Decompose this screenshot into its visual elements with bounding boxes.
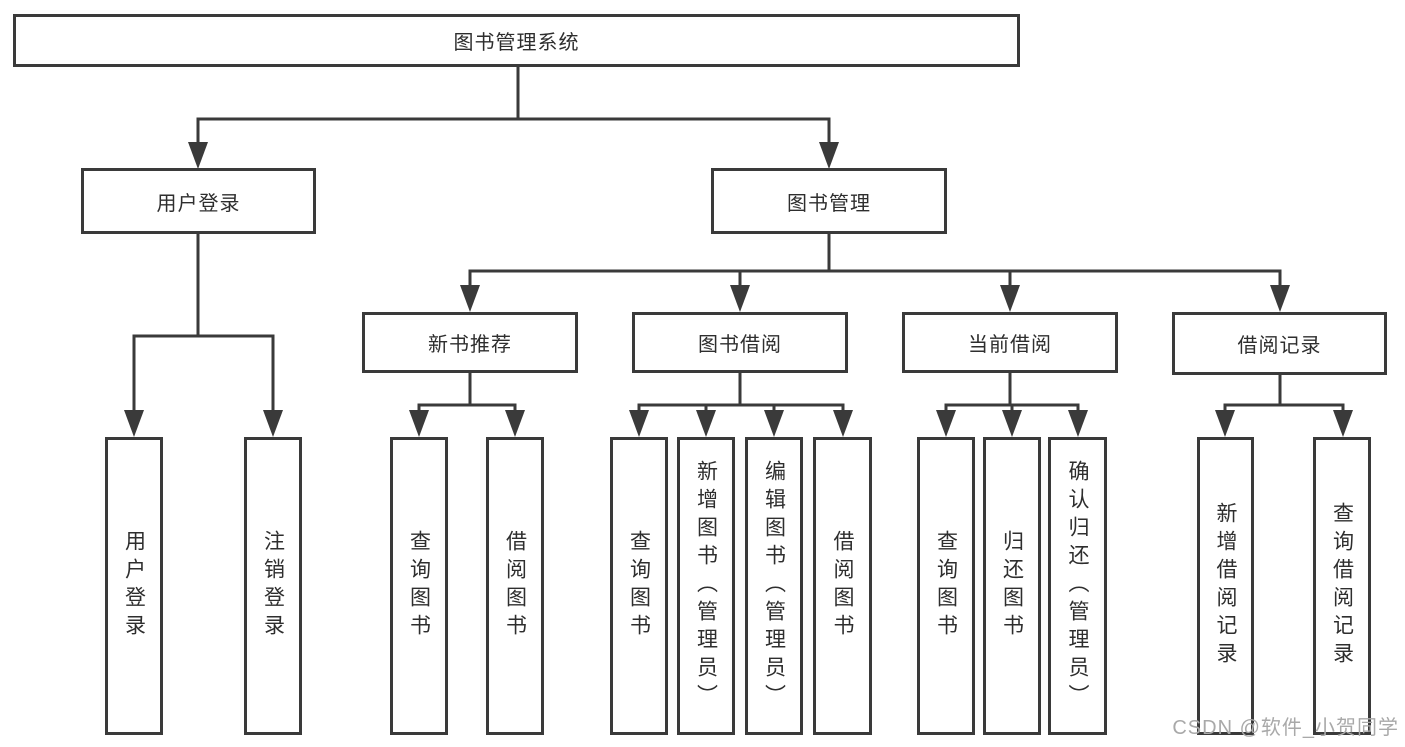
leaf-recommend-query-books-label: 查询图书: [407, 530, 431, 642]
leaf-edit-books-admin: 编辑图书（管理员）: [745, 437, 803, 735]
leaf-recommend-query-books: 查询图书: [390, 437, 448, 735]
csdn-watermark: CSDN @软件_小贺同学: [1172, 717, 1399, 739]
node-new-book-recommend: 新书推荐: [362, 312, 578, 373]
leaf-edit-books-admin-label: 编辑图书（管理员）: [762, 460, 786, 712]
leaf-borrow-books-label: 借阅图书: [831, 530, 854, 642]
node-new-book-recommend-label: 新书推荐: [428, 334, 512, 356]
leaf-borrow-books: 借阅图书: [813, 437, 872, 735]
node-root-label: 图书管理系统: [453, 32, 580, 54]
connector-user-login-children: [124, 233, 283, 437]
arrowhead-book-management: [819, 142, 839, 169]
node-book-borrow-label: 图书借阅: [698, 334, 782, 356]
connector-book-borrow-children: [629, 373, 853, 437]
connector-borrow-records-children: [1215, 373, 1353, 437]
connector-book-management-children: [460, 233, 1290, 312]
leaf-add-borrow-record: 新增借阅记录: [1197, 437, 1254, 735]
leaf-return-books: 归还图书: [983, 437, 1041, 735]
leaf-query-borrow-record-label: 查询借阅记录: [1330, 502, 1354, 670]
connector-root-to-level2: [188, 66, 839, 169]
leaf-recommend-borrow-books-label: 借阅图书: [503, 530, 527, 642]
leaf-recommend-borrow-books: 借阅图书: [486, 437, 544, 735]
node-current-borrow: 当前借阅: [902, 312, 1118, 373]
node-current-borrow-label: 当前借阅: [968, 334, 1052, 356]
leaf-add-books-admin-label: 新增图书（管理员）: [694, 460, 718, 712]
leaf-query-borrow-record: 查询借阅记录: [1313, 437, 1371, 735]
leaf-logout: 注销登录: [244, 437, 302, 735]
node-book-management: 图书管理: [711, 168, 947, 234]
connector-current-borrow-children: [936, 373, 1088, 437]
connector-new-book-recommend-children: [409, 373, 525, 437]
leaf-confirm-return-admin: 确认归还（管理员）: [1048, 437, 1107, 735]
node-borrow-records: 借阅记录: [1172, 312, 1387, 375]
node-user-login-label: 用户登录: [156, 192, 241, 215]
leaf-return-books-label: 归还图书: [1000, 530, 1024, 642]
leaf-user-login-label: 用户登录: [122, 530, 146, 642]
leaf-borrow-query-books: 查询图书: [610, 437, 668, 735]
arrowhead-user-login: [188, 142, 208, 169]
node-book-borrow: 图书借阅: [632, 312, 848, 373]
leaf-logout-label: 注销登录: [261, 530, 285, 642]
leaf-current-query-books-label: 查询图书: [934, 530, 958, 642]
leaf-add-borrow-record-label: 新增借阅记录: [1214, 502, 1237, 670]
leaf-user-login: 用户登录: [105, 437, 163, 735]
node-book-management-label: 图书管理: [787, 192, 871, 215]
node-borrow-records-label: 借阅记录: [1237, 335, 1322, 357]
leaf-borrow-query-books-label: 查询图书: [627, 530, 651, 642]
leaf-current-query-books: 查询图书: [917, 437, 975, 735]
leaf-add-books-admin: 新增图书（管理员）: [677, 437, 735, 735]
node-user-login: 用户登录: [81, 168, 316, 234]
leaf-confirm-return-admin-label: 确认归还（管理员）: [1066, 460, 1089, 712]
node-root-system: 图书管理系统: [13, 14, 1020, 67]
